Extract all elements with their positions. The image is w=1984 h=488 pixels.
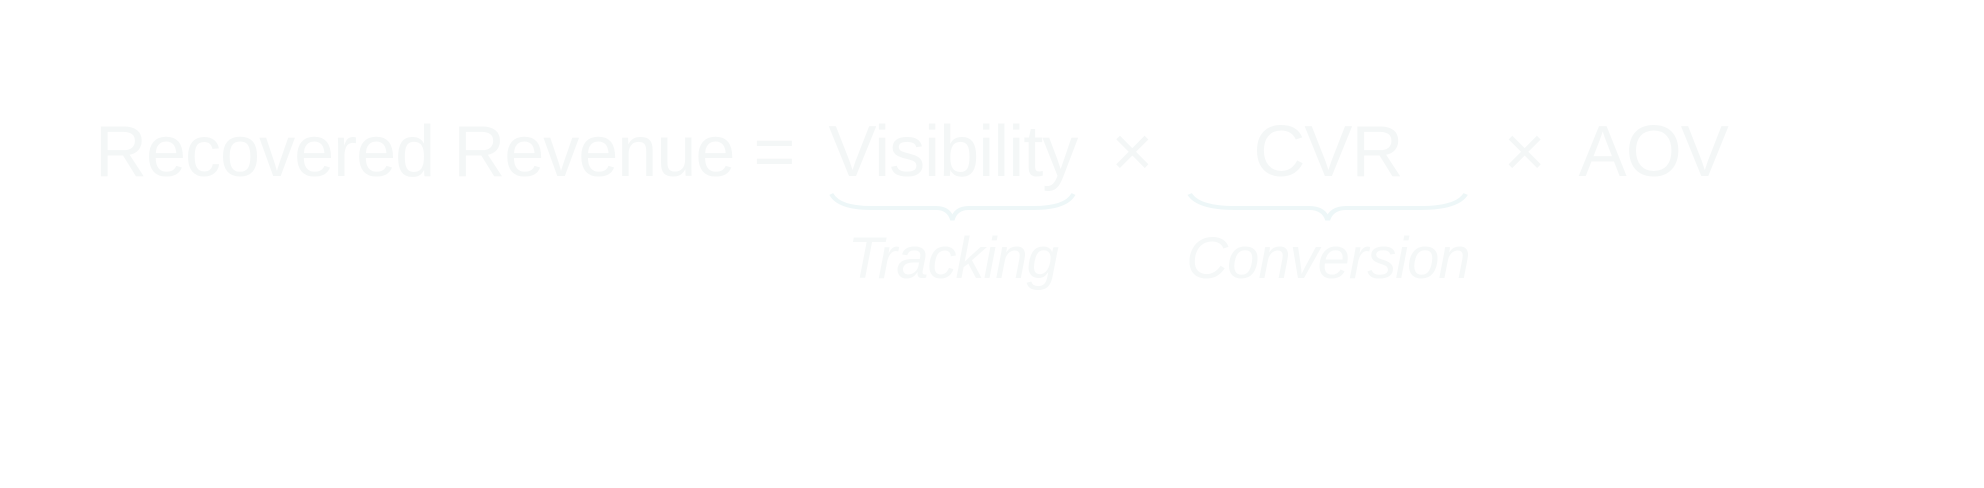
formula: Recovered Revenue = Visibility Tracking …: [95, 112, 1729, 292]
label-conversion: Conversion: [1186, 226, 1470, 291]
operator-times-2: ×: [1503, 112, 1546, 192]
term-cvr: CVR: [1253, 112, 1403, 192]
term-visibility: Visibility: [828, 112, 1078, 192]
term-aov: AOV: [1578, 112, 1729, 192]
label-tracking: Tracking: [847, 226, 1059, 291]
underbrace-cvr: [1187, 192, 1469, 221]
formula-lhs: Recovered Revenue =: [95, 112, 795, 192]
operator-times-1: ×: [1111, 112, 1153, 192]
term-group-visibility: Visibility Tracking: [828, 112, 1078, 292]
term-group-cvr: CVR Conversion: [1186, 112, 1470, 292]
underbrace-visibility: [829, 192, 1076, 221]
